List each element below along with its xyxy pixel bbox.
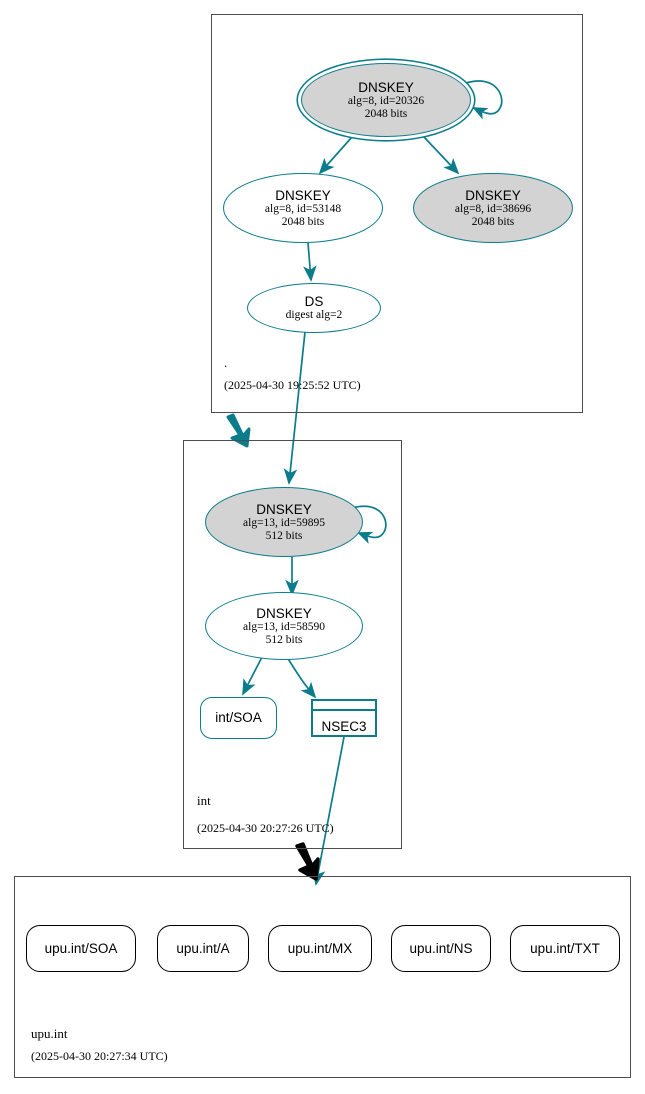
node-nsec3-int[interactable]: NSEC3 [311,699,377,737]
node-dnskey-int-ksk-59895[interactable]: DNSKEY alg=13, id=59895 512 bits [205,487,363,557]
node-rrset-int-soa[interactable]: int/SOA [200,697,277,739]
node-subtitle-alg-id: alg=13, id=58590 [243,620,325,633]
zone-box-upu-int [14,876,631,1078]
zone-box-root [211,14,583,413]
node-subtitle-keysize: 512 bits [265,529,303,542]
edge-nsec3-to-upu-int [311,736,345,886]
edge-root-ksk-to-key38696 [423,136,460,175]
node-label: upu.int/MX [287,940,353,956]
zone-label-root-name: . [224,355,228,370]
node-label: NSEC3 [321,718,367,734]
zone-label-upu-int-timestamp: (2025-04-30 20:27:34 UTC) [31,1049,168,1063]
node-subtitle-alg-id: alg=8, id=38696 [454,202,532,215]
node-title: DNSKEY [256,605,312,621]
delegation-arrow-int-to-upu-int [295,842,320,881]
node-rrset-upu-int-mx[interactable]: upu.int/MX [268,925,372,972]
node-subtitle-keysize: 2048 bits [471,215,515,228]
node-rrset-upu-int-txt[interactable]: upu.int/TXT [510,925,620,972]
node-subtitle-alg-id: alg=8, id=53148 [264,202,342,215]
edge-root-ksk-self-sign [465,80,503,120]
node-subtitle-digest-alg: digest alg=2 [285,309,343,322]
node-title: DNSKEY [275,187,331,203]
node-dnskey-root-zsk-53148[interactable]: DNSKEY alg=8, id=53148 2048 bits [223,173,383,243]
node-title: DS [304,294,324,309]
edge-root-zsk-to-ds [303,242,317,282]
zone-label-upu-int-name: upu.int [31,1026,68,1041]
node-label: upu.int/SOA [44,940,118,956]
nsec3-divider [313,709,375,711]
edge-int-zsk-to-nsec3 [286,656,317,699]
node-title: DNSKEY [358,79,414,95]
node-dnskey-root-key-38696[interactable]: DNSKEY alg=8, id=38696 2048 bits [413,173,573,243]
node-dnskey-root-ksk-20326[interactable]: DNSKEY alg=8, id=20326 2048 bits [301,63,471,137]
edge-int-ksk-self-sign [351,505,387,544]
node-subtitle-keysize: 512 bits [265,633,303,646]
edge-root-ksk-to-zsk53148 [318,136,353,175]
node-label: upu.int/NS [409,940,473,956]
zone-box-int [183,440,402,849]
edge-ds-to-int-ksk [283,331,306,485]
edge-int-zsk-to-soa [242,656,263,696]
zone-label-root-timestamp: (2025-04-30 19:25:52 UTC) [224,378,361,392]
zone-label-int-timestamp: (2025-04-30 20:27:26 UTC) [197,821,334,835]
node-subtitle-alg-id: alg=8, id=20326 [347,94,425,107]
node-subtitle-alg-id: alg=13, id=59895 [243,516,325,529]
delegation-arrow-root-to-int [226,413,251,448]
node-subtitle-keysize: 2048 bits [281,215,325,228]
node-label: upu.int/TXT [530,940,600,956]
zone-label-int-name: int [197,793,211,808]
node-rrset-upu-int-soa[interactable]: upu.int/SOA [26,925,136,972]
node-title: DNSKEY [256,501,312,517]
node-rrset-upu-int-ns[interactable]: upu.int/NS [391,925,491,972]
node-ds-root[interactable]: DS digest alg=2 [247,283,381,333]
node-label: int/SOA [215,710,262,726]
node-rrset-upu-int-a[interactable]: upu.int/A [157,925,249,972]
node-title: DNSKEY [465,187,521,203]
node-dnskey-int-zsk-58590[interactable]: DNSKEY alg=13, id=58590 512 bits [205,592,363,660]
node-subtitle-keysize: 2048 bits [364,107,408,120]
node-label: upu.int/A [176,940,230,956]
